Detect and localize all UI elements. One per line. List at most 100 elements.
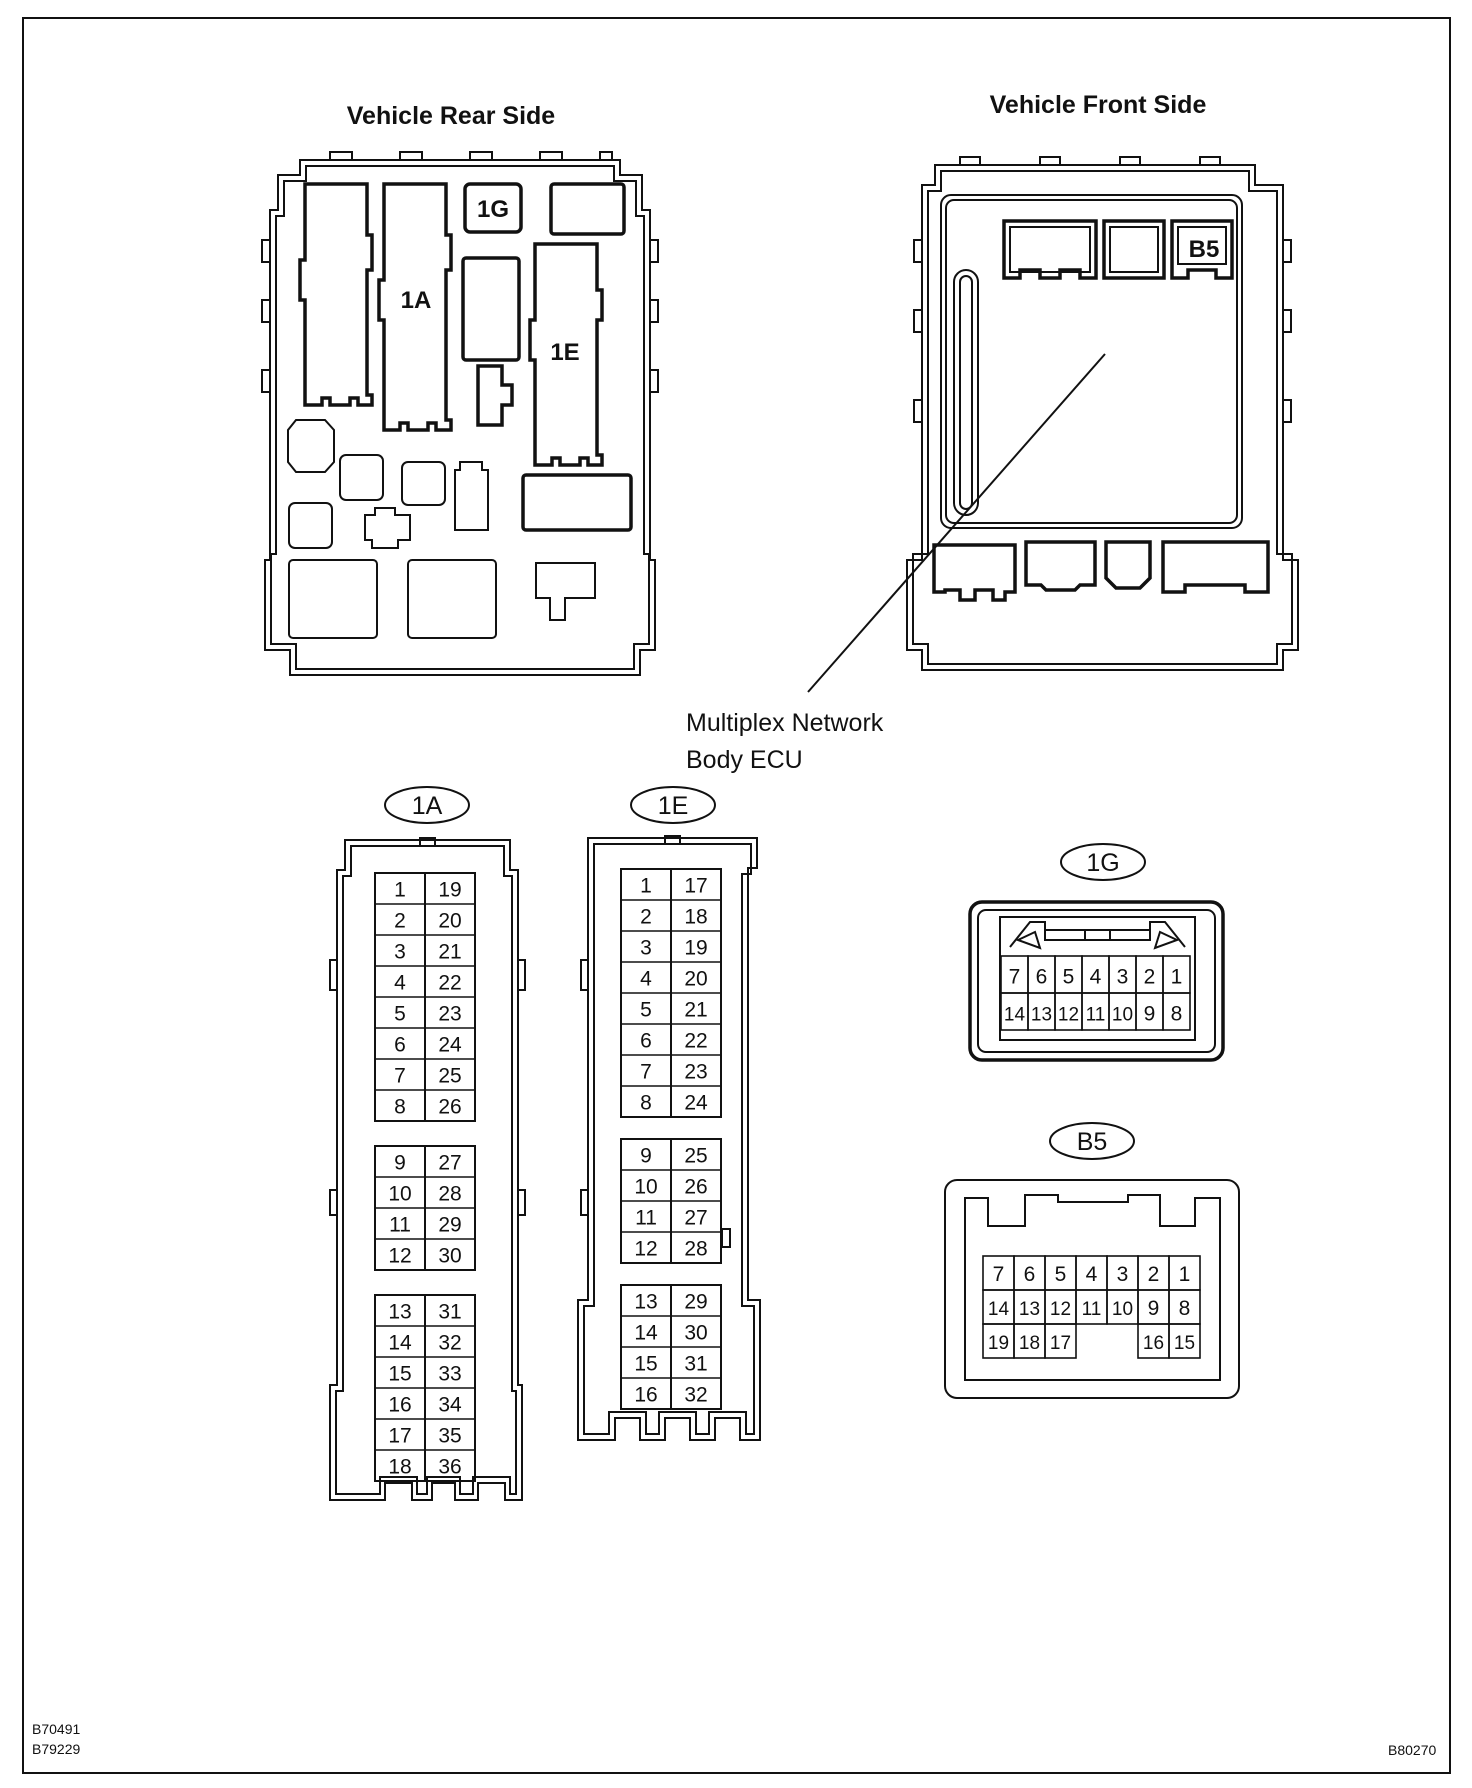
pin-label: 11	[1082, 1299, 1102, 1320]
pin-label: 36	[438, 1455, 461, 1478]
pin-label: 1	[1171, 965, 1183, 988]
pin-label: 3	[394, 940, 406, 963]
pin-label: 1	[394, 878, 406, 901]
ref-code-2: B79229	[32, 1741, 80, 1757]
pin-label: 19	[438, 878, 461, 901]
pin-label: 2	[640, 905, 652, 928]
pin-label: 34	[438, 1393, 462, 1416]
pin-label: 8	[640, 1091, 652, 1114]
ecu-name-line1: Multiplex Network	[686, 709, 884, 737]
pin-label: 7	[640, 1060, 652, 1083]
pin-label: 24	[684, 1091, 708, 1114]
pin-label: 2	[1144, 965, 1156, 988]
pin-label: 25	[438, 1064, 461, 1087]
pin-label: 26	[684, 1175, 707, 1198]
pin-label: 6	[640, 1029, 652, 1052]
rear-1g-label: 1G	[477, 196, 509, 223]
pin-label: 17	[684, 874, 707, 897]
pin-label: 32	[684, 1383, 707, 1406]
pin-label: 14	[388, 1331, 412, 1354]
pin-label: 10	[634, 1175, 657, 1198]
pin-label: 13	[1031, 1004, 1052, 1025]
pin-label: 5	[1063, 965, 1075, 988]
pin-label: 28	[438, 1182, 461, 1205]
pin-label: 4	[640, 967, 652, 990]
pin-label: 30	[438, 1244, 461, 1267]
pin-label: 4	[394, 971, 406, 994]
pin-label: 17	[1050, 1333, 1071, 1354]
connector-1a-tag: 1A	[412, 792, 443, 820]
pin-label: 14	[634, 1321, 658, 1344]
pin-label: 18	[684, 905, 707, 928]
pin-label: 7	[993, 1263, 1005, 1286]
rear-1a-label: 1A	[401, 287, 432, 314]
pin-label: 21	[684, 998, 707, 1021]
pin-label: 13	[634, 1290, 657, 1313]
pin-label: 3	[1117, 1263, 1129, 1286]
pin-label: 12	[634, 1237, 657, 1260]
pin-label: 3	[1117, 965, 1129, 988]
pin-label: 25	[684, 1144, 707, 1167]
pin-label: 32	[438, 1331, 461, 1354]
pin-label: 10	[1112, 1299, 1133, 1320]
connector-1g-tag: 1G	[1086, 849, 1119, 877]
pin-label: 26	[438, 1095, 461, 1118]
pin-label: 18	[388, 1455, 411, 1478]
pin-label: 9	[640, 1144, 652, 1167]
pin-label: 14	[1004, 1004, 1026, 1025]
pin-label: 22	[684, 1029, 707, 1052]
pin-label: 9	[1148, 1297, 1160, 1320]
pin-label: 29	[684, 1290, 707, 1313]
pin-label: 6	[394, 1033, 406, 1056]
pin-label: 15	[388, 1362, 411, 1385]
pin-label: 13	[1019, 1299, 1040, 1320]
pin-label: 7	[394, 1064, 406, 1087]
pin-label: 1	[1179, 1263, 1191, 1286]
pin-label: 23	[438, 1002, 461, 1025]
pin-label: 11	[389, 1213, 411, 1236]
pin-label: 9	[394, 1151, 406, 1174]
pin-label: 6	[1024, 1263, 1036, 1286]
pin-label: 5	[1055, 1263, 1067, 1286]
pin-label: 22	[438, 971, 461, 994]
pin-label: 12	[388, 1244, 411, 1267]
pin-label: 31	[438, 1300, 461, 1323]
pin-label: 7	[1009, 965, 1021, 988]
pin-label: 27	[684, 1206, 707, 1229]
pin-label: 2	[1148, 1263, 1160, 1286]
pin-label: 15	[1174, 1333, 1195, 1354]
pin-label: 24	[438, 1033, 462, 1056]
pin-label: 16	[388, 1393, 411, 1416]
pin-label: 11	[635, 1206, 657, 1229]
pin-label: 19	[684, 936, 707, 959]
pin-label: 17	[388, 1424, 411, 1447]
pin-label: 4	[1086, 1263, 1098, 1286]
pin-label: 4	[1090, 965, 1102, 988]
pin-label: 9	[1144, 1002, 1156, 1025]
front-side-ecu: B5	[906, 156, 1299, 671]
pin-label: 10	[1112, 1004, 1133, 1025]
pin-label: 1	[640, 874, 652, 897]
pin-label: 20	[684, 967, 707, 990]
pin-label: 8	[1171, 1002, 1183, 1025]
pin-label: 2	[394, 909, 406, 932]
rear-side-title: Vehicle Rear Side	[347, 102, 556, 130]
front-side-title: Vehicle Front Side	[990, 91, 1207, 119]
pin-label: 8	[1179, 1297, 1191, 1320]
pin-label: 16	[634, 1383, 657, 1406]
pin-label: 16	[1143, 1333, 1164, 1354]
pin-label: 18	[1019, 1333, 1040, 1354]
pin-label: 13	[388, 1300, 411, 1323]
pin-label: 12	[1050, 1299, 1071, 1320]
connector-1e-tag: 1E	[658, 792, 689, 820]
pin-label: 3	[640, 936, 652, 959]
page-frame	[22, 17, 1451, 1774]
pin-label: 29	[438, 1213, 461, 1236]
pin-label: 8	[394, 1095, 406, 1118]
rear-side-block: 1A 1G 1E	[261, 151, 659, 676]
pin-label: 5	[394, 1002, 406, 1025]
